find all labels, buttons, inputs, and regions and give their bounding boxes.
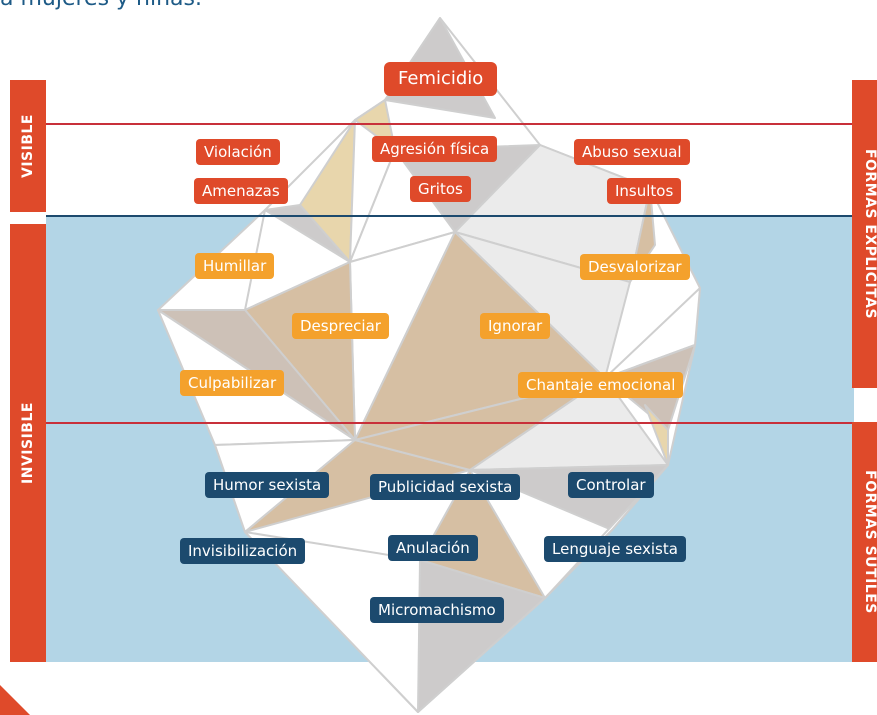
formas-sutiles-label: FORMAS SUTILES [862, 470, 877, 614]
tag-lenguaje-sexista: Lenguaje sexista [544, 536, 686, 562]
tag-publicidad-sexista: Publicidad sexista [370, 474, 521, 500]
tag-violacion: Violación [196, 139, 280, 165]
tag-invisibilizacion: Invisibilización [180, 538, 306, 564]
tag-agresion-fisica: Agresión física [372, 136, 498, 162]
ice-face [644, 404, 669, 466]
tag-ignorar: Ignorar [480, 313, 551, 339]
subtle-divider-line [46, 422, 854, 424]
ice-face [454, 231, 631, 379]
tag-chantaje-emocional: Chantaje emocional [518, 372, 684, 398]
tag-amenazas: Amenazas [194, 178, 288, 204]
tag-anulacion: Anulación [388, 535, 478, 561]
tag-humor-sexista: Humor sexista [205, 472, 330, 498]
formas-sutiles-bar: FORMAS SUTILES [852, 422, 877, 662]
tag-humillar: Humillar [195, 253, 275, 279]
formas-explicitas-bar: FORMAS EXPLÍCITAS [852, 80, 877, 388]
title-fragment: a mujeres y niñas. [0, 0, 202, 11]
ice-face [244, 531, 421, 713]
corner-decoration [0, 685, 30, 715]
tag-insultos: Insultos [607, 178, 682, 204]
invisible-label: INVISIBLE [20, 402, 37, 484]
invisible-bar: INVISIBLE [10, 224, 46, 662]
waterline [46, 215, 854, 217]
tag-controlar: Controlar [568, 472, 654, 498]
tag-micromachismo: Micromachismo [370, 597, 504, 623]
visible-bar: VISIBLE [10, 80, 46, 212]
visible-label: VISIBLE [20, 114, 36, 178]
tag-femicidio: Femicidio [384, 62, 498, 96]
visible-top-line [46, 123, 854, 125]
formas-explicitas-label: FORMAS EXPLÍCITAS [862, 148, 877, 320]
tag-desvalorizar: Desvalorizar [580, 254, 690, 280]
tag-despreciar: Despreciar [292, 313, 389, 339]
tag-abuso-sexual: Abuso sexual [574, 139, 690, 165]
tag-culpabilizar: Culpabilizar [180, 370, 285, 396]
tag-gritos: Gritos [410, 176, 471, 202]
